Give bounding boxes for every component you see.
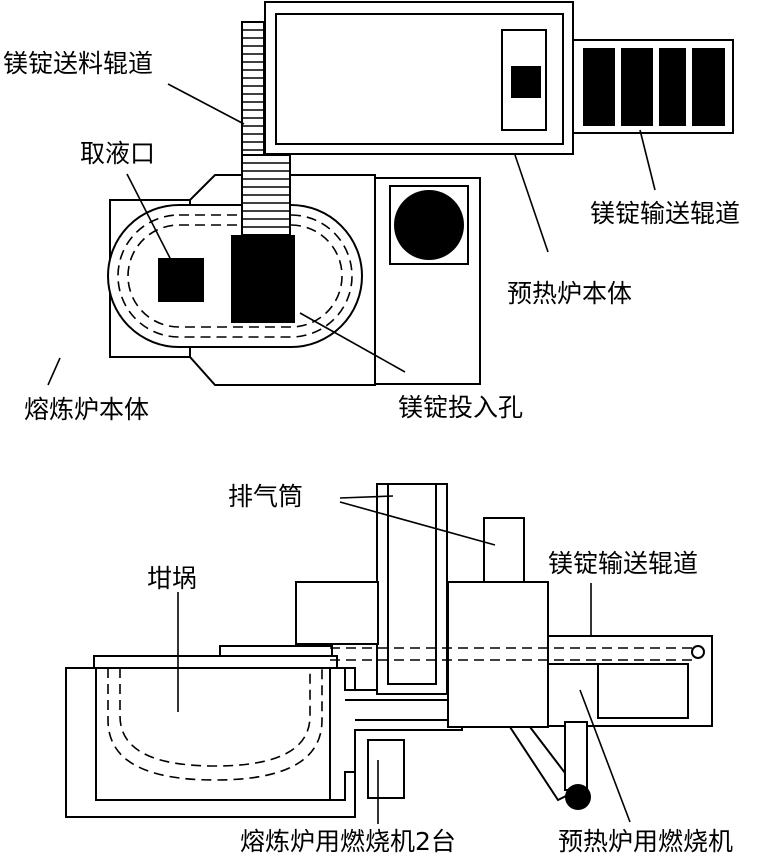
top-view: 镁锭送料辊道 取液口 镁锭输送辊道 预热炉本体 熔炼炉本体 镁锭投入孔: [3, 1, 740, 424]
melting-burner: [367, 739, 405, 799]
label-melting-burners: 熔炼炉用燃烧机2台: [240, 827, 456, 856]
label-ingot-conveyor-roller-side: 镁锭输送辊道: [548, 549, 698, 578]
preheat-body-side: [447, 581, 549, 728]
label-crucible: 坩埚: [147, 564, 197, 593]
hearth-dashed-inner: [117, 214, 353, 338]
label-liquid-outlet: 取液口: [80, 139, 155, 168]
ingot-input-hole-block: [231, 235, 295, 323]
conveyor-roller-side: [547, 635, 713, 727]
label-ingot-input-hole: 镁锭投入孔: [398, 393, 523, 422]
label-melting-furnace-body: 熔炼炉本体: [24, 395, 149, 424]
preheat-burner-icon: [565, 784, 591, 810]
burner-circle-icon: [394, 190, 464, 260]
side-view: 排气筒 坩埚 镁锭输送辊道 熔炼炉用燃烧机2台 预热炉用燃烧机: [65, 482, 733, 856]
crucible-furnace-body: [65, 667, 356, 818]
label-preheat-burner: 预热炉用燃烧机: [558, 827, 733, 856]
label-ingot-conveyor-roller-top: 镁锭输送辊道: [590, 199, 740, 228]
label-ingot-feed-roller: 镁锭送料辊道: [3, 49, 153, 78]
crucible-dashed: [107, 668, 323, 781]
preheat-window-block: [511, 66, 541, 98]
label-preheat-furnace-body: 预热炉本体: [507, 279, 632, 308]
liquid-outlet-block: [158, 258, 204, 302]
label-exhaust-stack: 排气筒: [228, 482, 303, 511]
